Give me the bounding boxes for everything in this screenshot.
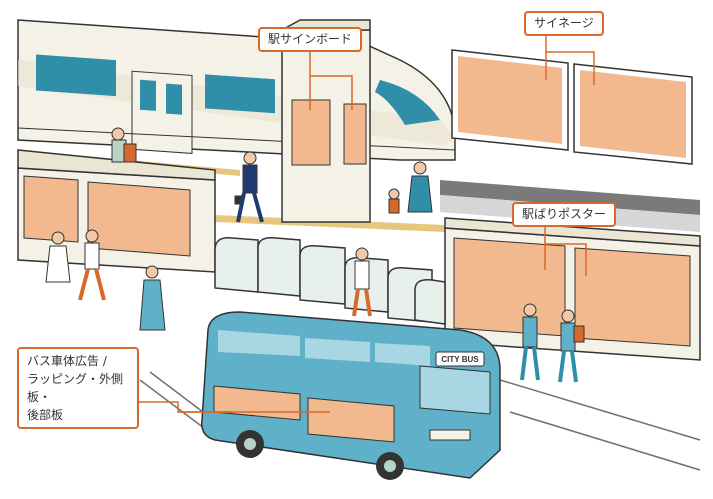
person-businessman — [234, 151, 264, 223]
person-child — [388, 188, 400, 214]
callout-bus-ad: バス車体広告 / ラッピング・外側板・ 後部板 — [17, 347, 139, 429]
left-wall — [17, 149, 216, 273]
person-right-1 — [520, 303, 540, 381]
person-woman — [407, 161, 433, 213]
train — [17, 19, 456, 161]
callout-station-poster: 駅ばりポスター — [512, 202, 617, 227]
station-signboard-ad — [343, 103, 367, 165]
train-window — [205, 74, 275, 114]
right-wall — [444, 217, 701, 361]
person-gate — [352, 247, 372, 317]
person-left-2 — [78, 229, 106, 301]
ticket-gates — [214, 236, 446, 325]
callout-bus-ad-line3: 後部板 — [27, 408, 64, 422]
train-window — [36, 54, 116, 97]
signage-boards — [451, 49, 693, 165]
person-right-2 — [558, 309, 585, 383]
callout-signage: サイネージ — [524, 11, 604, 36]
callout-bus-ad-line2: ラッピング・外側板・ — [27, 372, 124, 404]
bus-sign — [435, 351, 485, 367]
person-elderly — [111, 127, 137, 163]
leader-lines — [77, 32, 595, 413]
bus-sign-text: CITY BUS — [441, 355, 479, 364]
person-left-3 — [139, 265, 166, 331]
person-left-1 — [45, 231, 71, 283]
station-signboard-ad — [291, 99, 331, 166]
bus: CITY BUS — [201, 311, 501, 480]
people — [45, 127, 585, 383]
pillar — [279, 19, 371, 223]
bus-ad-panel — [307, 397, 395, 443]
callout-station-signboard: 駅サインボード — [258, 27, 363, 52]
callout-bus-ad-line1: バス車体広告 / — [27, 354, 107, 368]
